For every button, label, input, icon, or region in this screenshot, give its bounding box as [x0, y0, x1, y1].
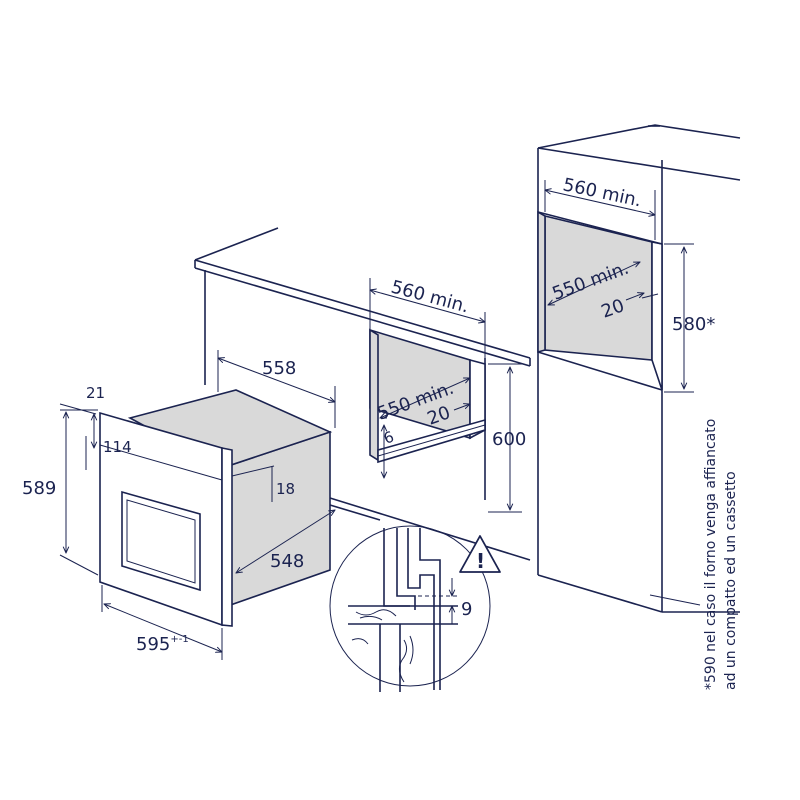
detail-circle: 9 ! — [329, 525, 501, 692]
dim-label-600: 600 — [492, 429, 526, 450]
column-cabinet: 560 min. 550 min. 20 580* — [537, 124, 741, 613]
column-niche-right-jamb — [651, 241, 663, 391]
under-counter-cabinet: 560 min. 550 min. 20 6 600 — [194, 227, 531, 561]
dim-label-589: 589 — [22, 478, 56, 499]
dim-label-114: 114 — [103, 438, 132, 456]
oven-drawing: 558 548 589 595+-1 21 114 18 — [22, 350, 335, 660]
oven-control-panel-line — [99, 444, 223, 481]
dim-label-560-under: 560 min. — [389, 277, 471, 318]
cabinet-niche-floor — [369, 328, 379, 462]
detail-circle-outline — [329, 525, 491, 687]
dim-label-558: 558 — [262, 358, 296, 379]
dim-label-18: 18 — [276, 480, 295, 498]
column-top — [537, 124, 741, 149]
dim-label-595: 595+-1 — [136, 634, 189, 655]
svg-text:!: ! — [476, 549, 485, 573]
dim-label-548: 548 — [270, 551, 304, 572]
dim-line-560-under — [370, 290, 485, 322]
column-niche-left — [537, 210, 546, 354]
dim-label-560-column: 560 min. — [561, 174, 643, 211]
countertop-front — [194, 259, 531, 359]
oven-front-edge — [221, 447, 233, 627]
footnote-line-2: ad un compatto ed un cassetto — [723, 471, 739, 690]
dim-line-548 — [236, 510, 335, 573]
countertop-bottom-edge — [194, 267, 531, 367]
dim-line-550-column — [548, 262, 640, 305]
dim-line-560-column — [545, 190, 655, 215]
oven-door-window-inner — [126, 499, 196, 584]
dim-line-550-under — [380, 378, 470, 418]
dim-line-595 — [104, 604, 222, 652]
dim-label-21: 21 — [86, 384, 105, 402]
dim-line-558 — [218, 358, 335, 402]
warning-icon: ! — [459, 535, 501, 573]
wood-grain — [351, 609, 414, 683]
dim-label-580: 580* — [672, 314, 715, 335]
countertop-top-edge — [194, 227, 279, 261]
dim-line-20-column — [625, 293, 644, 301]
dim-line-20-under — [453, 404, 470, 411]
dim-line-21 — [59, 403, 97, 415]
footnote: *590 nel caso il forno venga affiancato … — [703, 419, 739, 690]
dim-label-9: 9 — [461, 599, 472, 620]
footnote-line-1: *590 nel caso il forno venga affiancato — [703, 419, 719, 690]
dim-label-6: 6 — [381, 428, 396, 448]
